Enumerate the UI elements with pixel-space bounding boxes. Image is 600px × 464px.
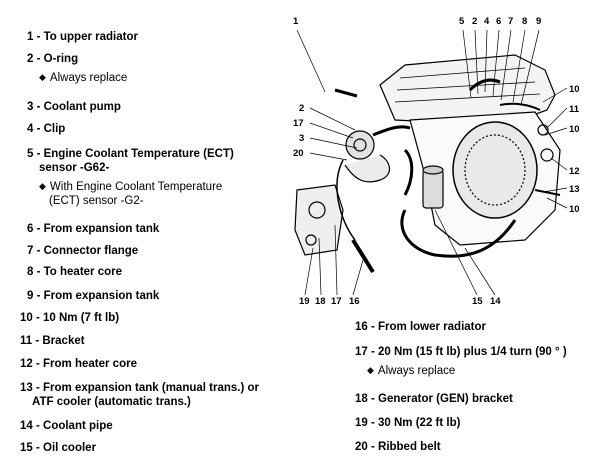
legend-item-9: 9 - From expansion tank xyxy=(27,290,160,302)
legend-note-text: (ECT) sensor -G2- xyxy=(49,195,144,207)
svg-text:10: 10 xyxy=(569,84,580,95)
legend-item-6: 6 - From expansion tank xyxy=(27,223,160,235)
svg-text:14: 14 xyxy=(490,296,501,307)
bullet-icon: ◆ xyxy=(39,72,46,82)
svg-text:10: 10 xyxy=(569,204,580,215)
svg-text:17: 17 xyxy=(331,296,342,307)
legend-note-5: ◆With Engine Coolant Temperature xyxy=(39,180,222,194)
engine-block-drawing xyxy=(294,54,561,274)
legend-item-10: 10 - 10 Nm (7 ft lb) xyxy=(20,312,120,324)
svg-text:13: 13 xyxy=(569,184,580,195)
legend-item-7: 7 - Connector flange xyxy=(27,245,139,257)
svg-text:16: 16 xyxy=(349,296,360,307)
bullet-icon: ◆ xyxy=(367,365,374,375)
legend-note-text: Always replace xyxy=(377,365,456,377)
svg-text:19: 19 xyxy=(299,296,310,307)
legend-item-13: 13 - From expansion tank (manual trans.)… xyxy=(20,382,259,394)
legend-item-13-cont: ATF cooler (automatic trans.) xyxy=(32,396,191,408)
callout-numbers: 1 5 2 4 6 7 8 9 10 11 10 12 13 10 2 17 3… xyxy=(293,16,580,307)
legend-item-8: 8 - To heater core xyxy=(27,266,123,278)
legend-item-2: 2 - O-ring xyxy=(27,53,79,65)
callout-1: 1 xyxy=(293,16,299,27)
svg-text:11: 11 xyxy=(569,104,580,115)
svg-text:2: 2 xyxy=(299,103,304,114)
legend-item-15: 15 - Oil cooler xyxy=(20,442,97,454)
bullet-icon: ◆ xyxy=(39,181,46,191)
svg-text:2: 2 xyxy=(472,16,477,27)
svg-text:6: 6 xyxy=(496,16,501,27)
svg-text:5: 5 xyxy=(459,16,465,27)
svg-text:9: 9 xyxy=(536,16,541,27)
legend-note-text: Always replace xyxy=(49,72,128,84)
legend-item-5-cont: sensor -G62- xyxy=(39,162,110,174)
svg-text:20: 20 xyxy=(293,148,304,159)
svg-text:12: 12 xyxy=(569,166,580,177)
legend-item-20: 20 - Ribbed belt xyxy=(355,441,441,453)
engine-cooling-diagram: 1 5 2 4 6 7 8 9 10 11 10 12 13 10 2 17 3… xyxy=(293,16,580,307)
legend-item-17: 17 - 20 Nm (15 ft lb) plus 1/4 turn (90 … xyxy=(355,346,567,358)
legend-item-16: 16 - From lower radiator xyxy=(355,321,487,333)
legend-item-14: 14 - Coolant pipe xyxy=(20,420,113,432)
legend-item-1: 1 - To upper radiator xyxy=(27,31,138,43)
svg-text:3: 3 xyxy=(299,133,304,144)
legend-item-3: 3 - Coolant pump xyxy=(27,101,121,113)
legend-item-12: 12 - From heater core xyxy=(20,358,137,370)
svg-text:10: 10 xyxy=(569,124,580,135)
legend-item-19: 19 - 30 Nm (22 ft lb) xyxy=(355,417,461,429)
svg-text:15: 15 xyxy=(472,296,483,307)
legend-item-4: 4 - Clip xyxy=(27,123,66,135)
svg-text:4: 4 xyxy=(484,16,490,27)
legend-note-5: (ECT) sensor -G2- xyxy=(49,194,144,208)
svg-text:17: 17 xyxy=(293,118,304,129)
callout-lines xyxy=(296,29,568,296)
svg-text:8: 8 xyxy=(522,16,527,27)
legend-item-18: 18 - Generator (GEN) bracket xyxy=(355,393,513,405)
legend-note-17: ◆Always replace xyxy=(367,364,455,378)
legend-item-5: 5 - Engine Coolant Temperature (ECT) xyxy=(27,148,234,160)
legend-note-text: With Engine Coolant Temperature xyxy=(49,181,223,193)
legend-item-11: 11 - Bracket xyxy=(20,335,85,347)
legend-note-2: ◆Always replace xyxy=(39,71,127,85)
svg-text:18: 18 xyxy=(315,296,326,307)
svg-text:7: 7 xyxy=(508,16,513,27)
